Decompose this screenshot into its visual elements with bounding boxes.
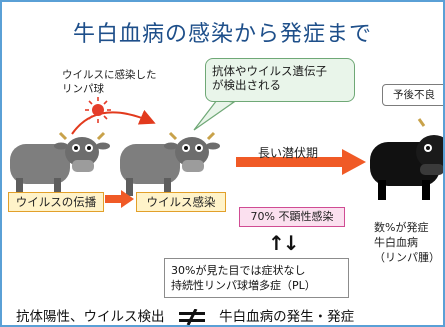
transmission-label: ウイルスの伝播 [8, 192, 104, 212]
illustrations [10, 97, 443, 208]
page-title: 牛白血病の感染から発症まで [72, 22, 372, 47]
detection-callout: 抗体やウイルス遺伝子 が検出される [205, 58, 355, 102]
callout-pointer [193, 99, 236, 131]
virus-icon [85, 97, 111, 123]
cow-sick-icon [370, 118, 443, 200]
up-down-arrows: ↑↓ [268, 231, 299, 255]
curved-arrow [71, 109, 156, 135]
not-equal-icon [178, 309, 205, 325]
prognosis-box: 予後不良 [382, 84, 443, 106]
infection-label: ウイルス感染 [136, 192, 226, 212]
cow-infected-icon [120, 131, 220, 196]
latent-period-arrow [236, 149, 366, 175]
bottom-left-text: 抗体陽性、ウイルス検出 [16, 309, 165, 325]
virus-note: ウイルスに感染した リンパ球 [62, 69, 157, 95]
bottom-statement: 抗体陽性、ウイルス検出 牛白血病の発生・発症 [16, 305, 354, 325]
cow-healthy-icon [10, 131, 110, 196]
pl-note-box: 30%が見た目では症状なし 持続性リンパ球増多症（PL） [164, 258, 349, 298]
latent-period-label: 長い潜伏期 [258, 146, 319, 160]
inapparent-infection-label: 70% 不顕性感染 [239, 207, 345, 227]
transmission-arrow [105, 190, 134, 208]
bottom-right-text: 牛白血病の発生・発症 [219, 309, 355, 325]
outcome-text: 数%が発症 牛白血病 （リンパ腫） [374, 221, 440, 264]
